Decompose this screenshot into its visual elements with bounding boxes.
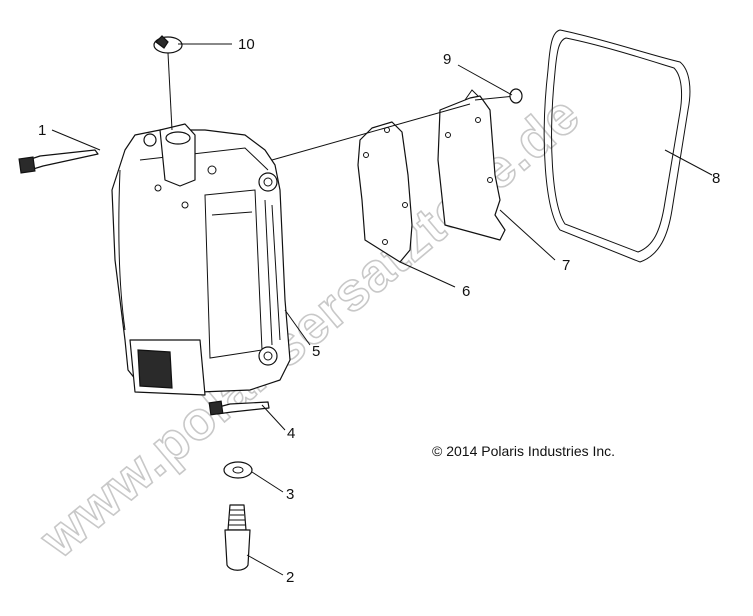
part-6-gasket-plate [357, 121, 413, 263]
callout-6: 6 [462, 283, 470, 300]
part-4-bolt [208, 400, 270, 416]
callout-2: 2 [286, 569, 294, 586]
part-9-screw [474, 88, 523, 104]
callout-1: 1 [38, 122, 46, 139]
part-2-sensor [224, 504, 251, 571]
part-1-bolt [18, 149, 99, 174]
copyright-text: © 2014 Polaris Industries Inc. [432, 443, 615, 459]
callout-9: 9 [443, 51, 451, 68]
callout-3: 3 [286, 486, 294, 503]
leader-lines [51, 43, 713, 576]
callout-4: 4 [287, 425, 295, 442]
part-5-valve-cover [111, 123, 291, 396]
part-8-gasket [543, 29, 691, 263]
alignment-line [271, 103, 471, 161]
watermark-text: www.polarisersatzteile.de [28, 84, 591, 570]
callout-8: 8 [712, 170, 720, 187]
part-7-plate [437, 89, 506, 241]
callout-7: 7 [562, 257, 570, 274]
part-10-clamp [153, 35, 183, 131]
callout-labels: 1 10 9 8 7 6 5 4 3 2 [38, 36, 720, 586]
callout-10: 10 [238, 36, 255, 53]
part-3-washer [223, 461, 253, 479]
callout-5: 5 [312, 343, 320, 360]
